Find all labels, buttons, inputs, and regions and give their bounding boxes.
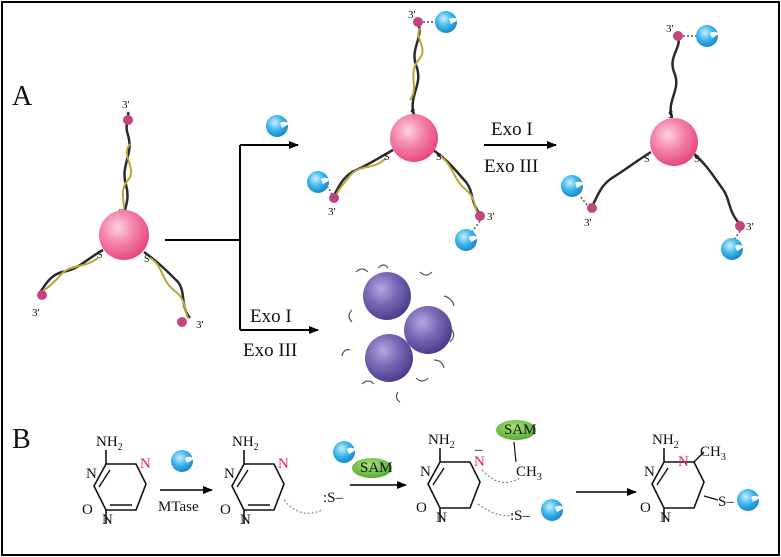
- gold-nanoparticle: [650, 118, 698, 166]
- aggregated-nanoparticles: [341, 264, 455, 403]
- cytosine-structure: NH2 N N O N: [82, 434, 151, 528]
- exo-digestion-bottom: Exo I Exo III: [243, 306, 297, 361]
- strand-end-label: 3': [746, 221, 754, 233]
- nh2-label: NH2: [652, 432, 679, 451]
- exo-i-label: Exo I: [250, 306, 292, 327]
- ch3-label: CH3: [516, 464, 542, 483]
- o-label: O: [82, 502, 93, 518]
- strand-end-label: 3': [408, 9, 416, 21]
- nh2-label: NH2: [96, 434, 123, 453]
- exo-iii-label: Exo III: [484, 156, 538, 177]
- thiolate-label: :S–: [323, 490, 344, 506]
- thioether-label: S–: [718, 494, 734, 510]
- covalent-intermediate: NH2 N – N O N SAM CH3 :S–: [416, 420, 564, 526]
- o-label: O: [220, 502, 231, 518]
- probe-digested-protected: 3' 3' 3' S S S: [561, 23, 754, 260]
- strand-end-label: 3': [666, 23, 674, 35]
- n-label: N: [224, 466, 235, 482]
- strand-end-label: 3': [328, 206, 336, 218]
- methylated-product: NH2 N CH3 N O N S–: [640, 432, 760, 526]
- thiol-label: S: [668, 110, 674, 121]
- o-label: O: [416, 500, 427, 516]
- exo-digestion-top: Exo I Exo III: [484, 119, 557, 177]
- gold-nanoparticle: [390, 114, 438, 162]
- strand-end-label: 3': [584, 217, 592, 229]
- probe-protected: 3' 3' 3' S S S: [307, 9, 495, 251]
- gold-nanoparticle: [99, 210, 149, 260]
- n-label: N: [420, 464, 431, 480]
- n-label: N: [240, 512, 251, 528]
- n-label: N: [678, 454, 689, 470]
- exo-i-label: Exo I: [491, 119, 533, 140]
- n-label: N: [102, 512, 113, 528]
- strand-end-label: 3': [122, 99, 130, 111]
- exo-iii-label: Exo III: [243, 340, 297, 361]
- probe-initial: 3' 3' 3' S S S: [32, 99, 204, 331]
- thiol-label: S: [384, 152, 390, 163]
- sam-badge: SAM: [352, 458, 393, 478]
- panel-a-label: A: [12, 81, 33, 112]
- thiol-label: S: [644, 154, 650, 165]
- sam-label: SAM: [504, 422, 537, 438]
- n-label: N: [140, 456, 151, 472]
- strand-end-label: 3': [196, 319, 204, 331]
- thiol-label: S: [97, 250, 103, 261]
- cytosine-enzyme-complex: NH2 N N O N :S–: [220, 434, 356, 528]
- n-label: N: [278, 456, 289, 472]
- mtase-label: MTase: [158, 499, 199, 515]
- thiol-label: S: [410, 108, 416, 119]
- thiol-label: S: [436, 152, 442, 163]
- strand-end-label: 3': [32, 307, 40, 319]
- nh2-label: NH2: [232, 434, 259, 453]
- nh2-label: NH2: [428, 432, 455, 451]
- o-label: O: [640, 500, 651, 516]
- thiolate-label: :S–: [510, 508, 531, 524]
- n-label: N: [660, 510, 671, 526]
- thiol-label: S: [694, 154, 700, 165]
- branch-arrows: [165, 141, 319, 334]
- panel-b-label: B: [12, 424, 31, 455]
- sam-label: SAM: [360, 460, 393, 476]
- n-label: N: [86, 466, 97, 482]
- thiol-label: S: [144, 254, 150, 265]
- strand-end-label: 3': [487, 211, 495, 223]
- ch3-label: CH3: [700, 444, 726, 463]
- charge-label: –: [474, 442, 483, 458]
- n-label: N: [474, 454, 485, 470]
- n-label: N: [644, 464, 655, 480]
- n-label: N: [436, 510, 447, 526]
- sam-badge: [496, 420, 536, 440]
